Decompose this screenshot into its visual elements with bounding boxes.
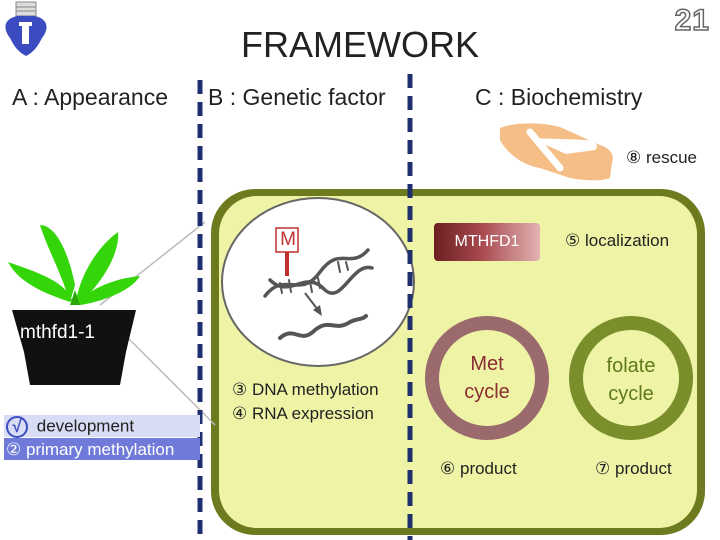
page-number: 21 [674,3,710,38]
highlight-development [4,415,200,437]
item-rescue: ⑧ rescue [626,148,697,168]
circled-number-2: ② [6,440,22,459]
item-localization: ⑤ localization [565,231,669,251]
item-folate-product: ⑦ product [595,459,672,479]
plant-label: mthfd1-1 [20,322,95,343]
item-met-product: ⑥ product [440,459,517,479]
item-rna-expression: ④ RNA expression [232,404,374,424]
dna-helix-icon [263,248,374,298]
circled-number-7: ⑦ [595,459,611,478]
rna-strand [278,314,368,340]
folate-product-text: product [614,459,672,478]
hand-icon [500,123,613,181]
rna-expression-text: RNA expression [251,404,374,423]
rescue-text: rescue [645,148,698,167]
circled-number-5: ⑤ [565,231,581,250]
enzyme-label: MTHFD1 [434,223,540,261]
item-dna-methylation: ③ DNA methylation [232,380,379,400]
circled-number-3: ③ [232,380,248,399]
lightbulb-icon [5,1,47,57]
localization-text: localization [584,231,670,250]
plant-icon [8,225,140,305]
plant-pot [12,310,136,385]
mutation-box [275,227,299,253]
check-icon: √ [6,416,28,438]
list-item-primary-methylation-text: primary methylation [25,440,175,459]
list-item-primary-methylation: ② primary methylation [6,440,174,460]
dna-methylation-text: DNA methylation [251,380,379,399]
highlight-primary-methylation [4,438,200,460]
met-cycle-ring [425,316,549,440]
list-item-development-text: development [36,416,135,436]
circled-number-8: ⑧ [626,148,642,167]
met-product-text: product [459,459,517,478]
circled-number-4: ④ [232,404,248,423]
list-item-development: √ development [6,416,134,438]
met-cycle-label: Met cycle [464,353,510,403]
section-b-header: B : Genetic factor [208,84,386,110]
arrow-down-icon [304,292,322,316]
circled-number-6: ⑥ [440,459,456,478]
section-a-header: A : Appearance [12,84,169,110]
folate-cycle-ring [569,316,693,440]
folate-cycle-label: folate cycle [606,355,656,405]
mutation-mark: M [280,229,296,250]
page-title: FRAMEWORK [241,24,479,65]
section-c-header: C : Biochemistry [475,84,643,110]
